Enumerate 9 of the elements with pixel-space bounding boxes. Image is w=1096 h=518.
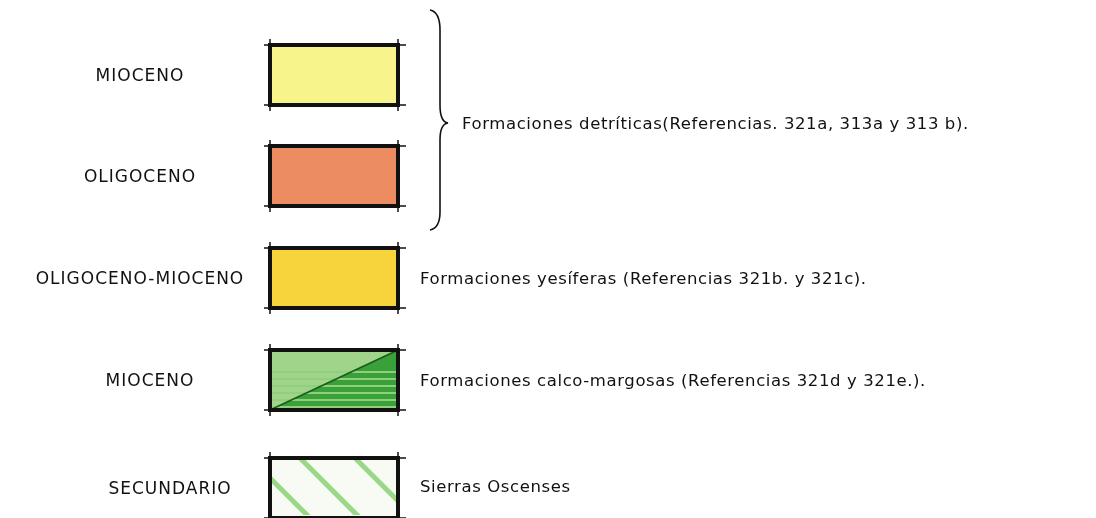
formation-description: Formaciones detríticas(Referencias. 321a, 313a y 313 b). [462, 113, 969, 133]
era-label: SECUNDARIO [108, 478, 232, 498]
formation-description: Formaciones calco-margosas (Referencias 321d y 321e.). [420, 370, 926, 390]
era-label: OLIGOCENO [83, 166, 197, 186]
era-label: MIOCENO [105, 370, 195, 390]
formation-description: Sierras Oscenses [420, 476, 571, 496]
era-label: OLIGOCENO-MIOCENO [35, 268, 245, 288]
era-label: MIOCENO [95, 65, 185, 85]
formation-description: Formaciones yesíferas (Referencias 321b. y 321c). [420, 268, 867, 288]
